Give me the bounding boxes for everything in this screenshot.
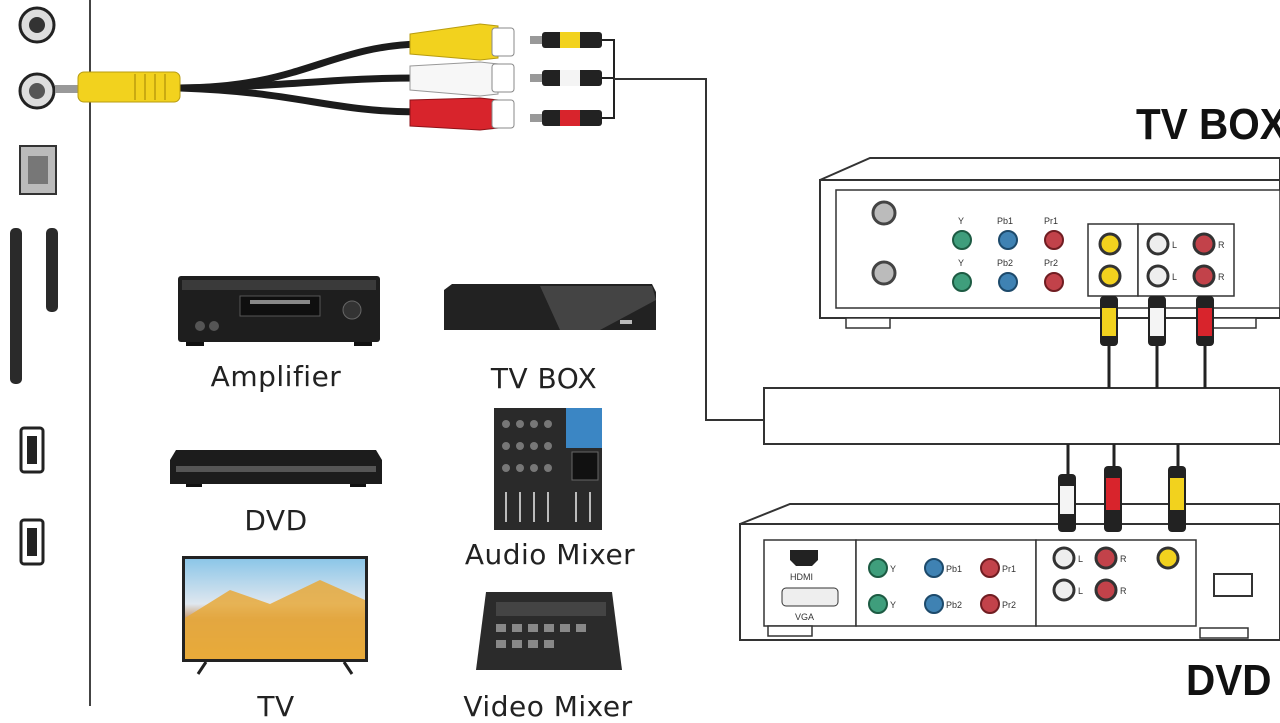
optical-port-icon [19, 145, 57, 195]
audio-mixer-image [494, 408, 602, 530]
dvd-vga-label: VGA [795, 612, 814, 622]
tvbox-pr2-label: Pr2 [1044, 258, 1058, 268]
vga-port-icon: VGA [781, 587, 839, 622]
dvd-pb1-label: Pb1 [946, 564, 962, 574]
dvd-r1-label: R [1120, 554, 1127, 564]
tvbox-l2-label: L [1172, 272, 1177, 282]
usb-port-icon-2 [19, 518, 45, 566]
av-splitter-cable [55, 23, 615, 131]
audio-jack-icon [18, 6, 56, 44]
video-mixer-label: Video Mixer [463, 690, 633, 723]
video-mixer-image [476, 592, 622, 670]
rca-male-plugs [530, 32, 615, 126]
tvbox-y2-label: Y [958, 258, 964, 268]
dvd-l2-label: L [1078, 586, 1083, 596]
yellow-rca-female [409, 23, 515, 61]
tvbox-pb2-label: Pb2 [997, 258, 1013, 268]
tvbox-pr1-label: Pr1 [1044, 216, 1058, 226]
dvd-player-image [170, 450, 382, 487]
dvd-l1-label: L [1078, 554, 1083, 564]
dvd-r2-label: R [1120, 586, 1127, 596]
slot-icon [10, 228, 58, 384]
dvd-label: DVD [244, 504, 308, 537]
amplifier-image [178, 276, 380, 346]
tv-box-label: TV BOX [490, 362, 598, 395]
connection-lines [614, 78, 1280, 445]
tvbox-pb1-label: Pb1 [997, 216, 1013, 226]
connection-diagram: Y Y Pb1 Pb2 Pr1 Pr2 L L R R [10, 0, 1280, 723]
tvbox-l1-label: L [1172, 240, 1177, 250]
dvd-rca-plugs [1058, 444, 1186, 532]
dvd-pb2-label: Pb2 [946, 600, 962, 610]
red-rca-female [409, 97, 515, 131]
tv-label: TV [257, 690, 295, 723]
tv-box-rca-plugs [1100, 296, 1214, 388]
audio-mixer-label: Audio Mixer [464, 538, 636, 571]
av-jack-icon [18, 72, 56, 110]
dvd-device: HDMI VGA Y Y Pb1 Pb2 Pr1 Pr2 L L [739, 444, 1280, 641]
dvd-hdmi-label: HDMI [790, 572, 813, 582]
dvd-title: DVD [1186, 656, 1272, 705]
hdmi-port-icon: HDMI [790, 550, 818, 582]
amplifier-label: Amplifier [210, 360, 342, 393]
dvd-component-ports [868, 546, 1180, 614]
diagram-canvas: Y Y Pb1 Pb2 Pr1 Pr2 L L R R [10, 0, 1280, 706]
tv-box-component-ports [952, 230, 1216, 292]
tv-box-image [444, 284, 656, 330]
white-rca-female [409, 61, 515, 97]
dvd-pr1-label: Pr1 [1002, 564, 1016, 574]
dvd-y2-label: Y [890, 600, 896, 610]
tv-box-device: Y Y Pb1 Pb2 Pr1 Pr2 L L R R [819, 157, 1280, 388]
dvd-pr2-label: Pr2 [1002, 600, 1016, 610]
tvbox-r1-label: R [1218, 240, 1225, 250]
tv-box-title: TV BOX [1136, 100, 1280, 149]
tv-image [182, 556, 368, 675]
tvbox-y1-label: Y [958, 216, 964, 226]
usb-port-icon [19, 426, 45, 474]
dvd-y1-label: Y [890, 564, 896, 574]
side-port-panel [10, 0, 91, 706]
tvbox-r2-label: R [1218, 272, 1225, 282]
